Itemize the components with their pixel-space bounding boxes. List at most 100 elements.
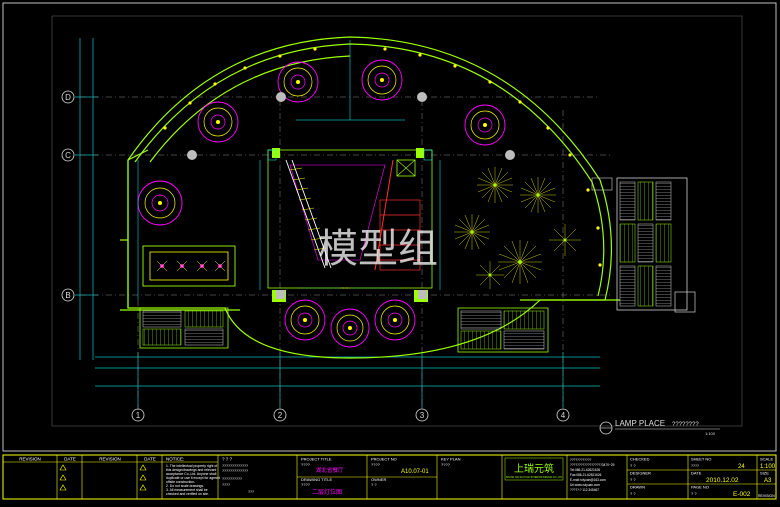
patio-bottom-right: [457, 307, 549, 353]
notice-line: offsite construction.: [166, 480, 195, 484]
drawn-label: DRAWN: [630, 485, 645, 490]
notice-line: 2. Do not scale drawings.: [166, 484, 204, 488]
company-info-line: ????????????: [570, 458, 592, 462]
watermark: 模型组: [318, 227, 438, 271]
lamp-place-scale: 1:100: [705, 431, 716, 436]
project-no-label: PROJECT NO: [371, 457, 397, 462]
notice-label: NOTICE:: [166, 457, 184, 462]
remark-line: ??????????: [222, 477, 242, 481]
revision-header: REVISION: [19, 457, 41, 462]
grid-bubbles: D C B 1 2 3 4: [61, 90, 570, 422]
chandelier-bulbs: [470, 183, 567, 277]
revision-triangles: [59, 464, 147, 491]
columns: [187, 92, 515, 299]
checked-label: CHECKED: [630, 457, 650, 462]
round-table: [137, 180, 183, 226]
company-info-line: ??????????????????3470~29: [570, 463, 615, 467]
remark-label: ? ? ?: [222, 457, 233, 462]
company-info-line: ?????:? 112.345467: [570, 488, 599, 492]
title-block: REVISION DATE REVISION DATE NOTICE: 1. T…: [2, 454, 777, 500]
drawing-title-mark: LAMP PLACE ???????? 1:100: [599, 419, 720, 436]
patio-bottom-left: [139, 307, 229, 349]
remark-line: ?????????????: [222, 464, 248, 468]
drawn-value: ? ?: [630, 491, 636, 496]
starburst-chandeliers: [454, 167, 581, 289]
company-info-line: Url:www.ruiyuan.com: [570, 483, 600, 487]
grid-col-label: 3: [420, 411, 425, 420]
project-no-value: ????: [371, 462, 381, 467]
lamp-place-value: ????????: [672, 422, 699, 428]
sheet-no-value: ????: [691, 464, 699, 468]
page-no-value: ? ?: [691, 491, 697, 496]
grid-bubble-row: [61, 148, 75, 162]
notice-line: checked and verified on site.: [166, 492, 209, 496]
date-header: DATE: [144, 457, 156, 462]
remark-line: ????: [222, 483, 230, 487]
grid-bubble-row: [61, 288, 75, 302]
key-plan-label: KEY PLAN: [441, 457, 461, 462]
sheet-border: [2, 2, 777, 452]
grid-row-label: C: [65, 151, 71, 160]
remark-line: ?????????????: [222, 469, 248, 473]
date-header: DATE: [64, 457, 76, 462]
notice-line: 1. The intellectual property right of: [166, 464, 217, 468]
project-title-value: ????: [301, 462, 311, 467]
company-logo: 上瑞元筑 SHANG HAI RUIYUAN INTERIOR DESIGN C…: [504, 457, 564, 481]
company-info-line: Fax:086-21-62621626: [570, 473, 602, 477]
notice-line: acceptance Co.,Ltd. Anyone shall: [166, 472, 217, 476]
designer-label: DESIGNER: [630, 471, 651, 476]
grid-col-label: 1: [136, 411, 141, 420]
date-value: 2010.12.02: [706, 477, 739, 484]
floor-plan-walls: [120, 36, 620, 359]
stair-treads: [289, 167, 327, 251]
sheet-no-label: SHEET NO: [691, 457, 711, 462]
notice-line: this design/drawings and relevant: [166, 468, 216, 472]
company-info-line: Tel:086-21-62621626: [570, 468, 600, 472]
round-table: [277, 61, 319, 103]
round-tables: [137, 59, 506, 348]
project-title-label: PROJECT TITLE: [301, 457, 332, 462]
revision-header: REVISION: [99, 457, 121, 462]
page-no-code: E-002: [733, 491, 751, 498]
grid-bubble-row: [61, 90, 75, 104]
grid-bubble-col: [131, 408, 145, 422]
arc-wall-lamps: [163, 47, 602, 267]
round-table: [464, 104, 506, 146]
interior-partitions: [137, 40, 441, 300]
notice-line: duplicate or use it except for agreed: [166, 476, 220, 480]
drawing-title-value: ????: [301, 482, 311, 487]
grid-col-label: 2: [278, 411, 283, 420]
project-code: A10.07-01: [401, 469, 429, 475]
company-sub-text: SHANG HAI RUIYUAN INTERIOR DESIGN CO.,LT…: [506, 476, 563, 479]
grid-bubble-col: [415, 408, 429, 422]
scale-value: 1:100: [760, 464, 776, 470]
remark-line: ???: [248, 490, 254, 494]
deck-area-right: [591, 177, 696, 313]
revision-label: REVISION: [758, 494, 775, 498]
wall-columns: [272, 148, 428, 302]
size-value: A3: [764, 478, 772, 484]
date-label: DATE: [691, 471, 702, 476]
key-plan-value: ????: [441, 462, 451, 467]
round-table: [374, 299, 416, 341]
drawing-title-label: DRAWING TITLE: [301, 477, 332, 482]
scale-label: SCALE: [760, 457, 773, 462]
drawing-frame: [51, 15, 743, 427]
grid-col-label: 4: [561, 411, 566, 420]
owner-label: OWNER: [371, 477, 386, 482]
grid-bubble-col: [273, 408, 287, 422]
round-table: [284, 299, 326, 341]
grid-row-label: D: [65, 93, 71, 102]
round-table: [197, 101, 239, 143]
long-table-left: [142, 245, 236, 287]
owner-value: ? ?: [371, 482, 377, 487]
project-name-cn: 湖北省餐厅: [316, 466, 344, 474]
grid-bubble-col: [556, 408, 570, 422]
sheet-no-number: 24: [738, 464, 745, 470]
round-table: [330, 308, 370, 348]
designer-value: ? ?: [630, 477, 636, 482]
lamp-place-label: LAMP PLACE: [615, 419, 665, 428]
drawing-title-cn: 二层灯位图: [312, 488, 342, 496]
